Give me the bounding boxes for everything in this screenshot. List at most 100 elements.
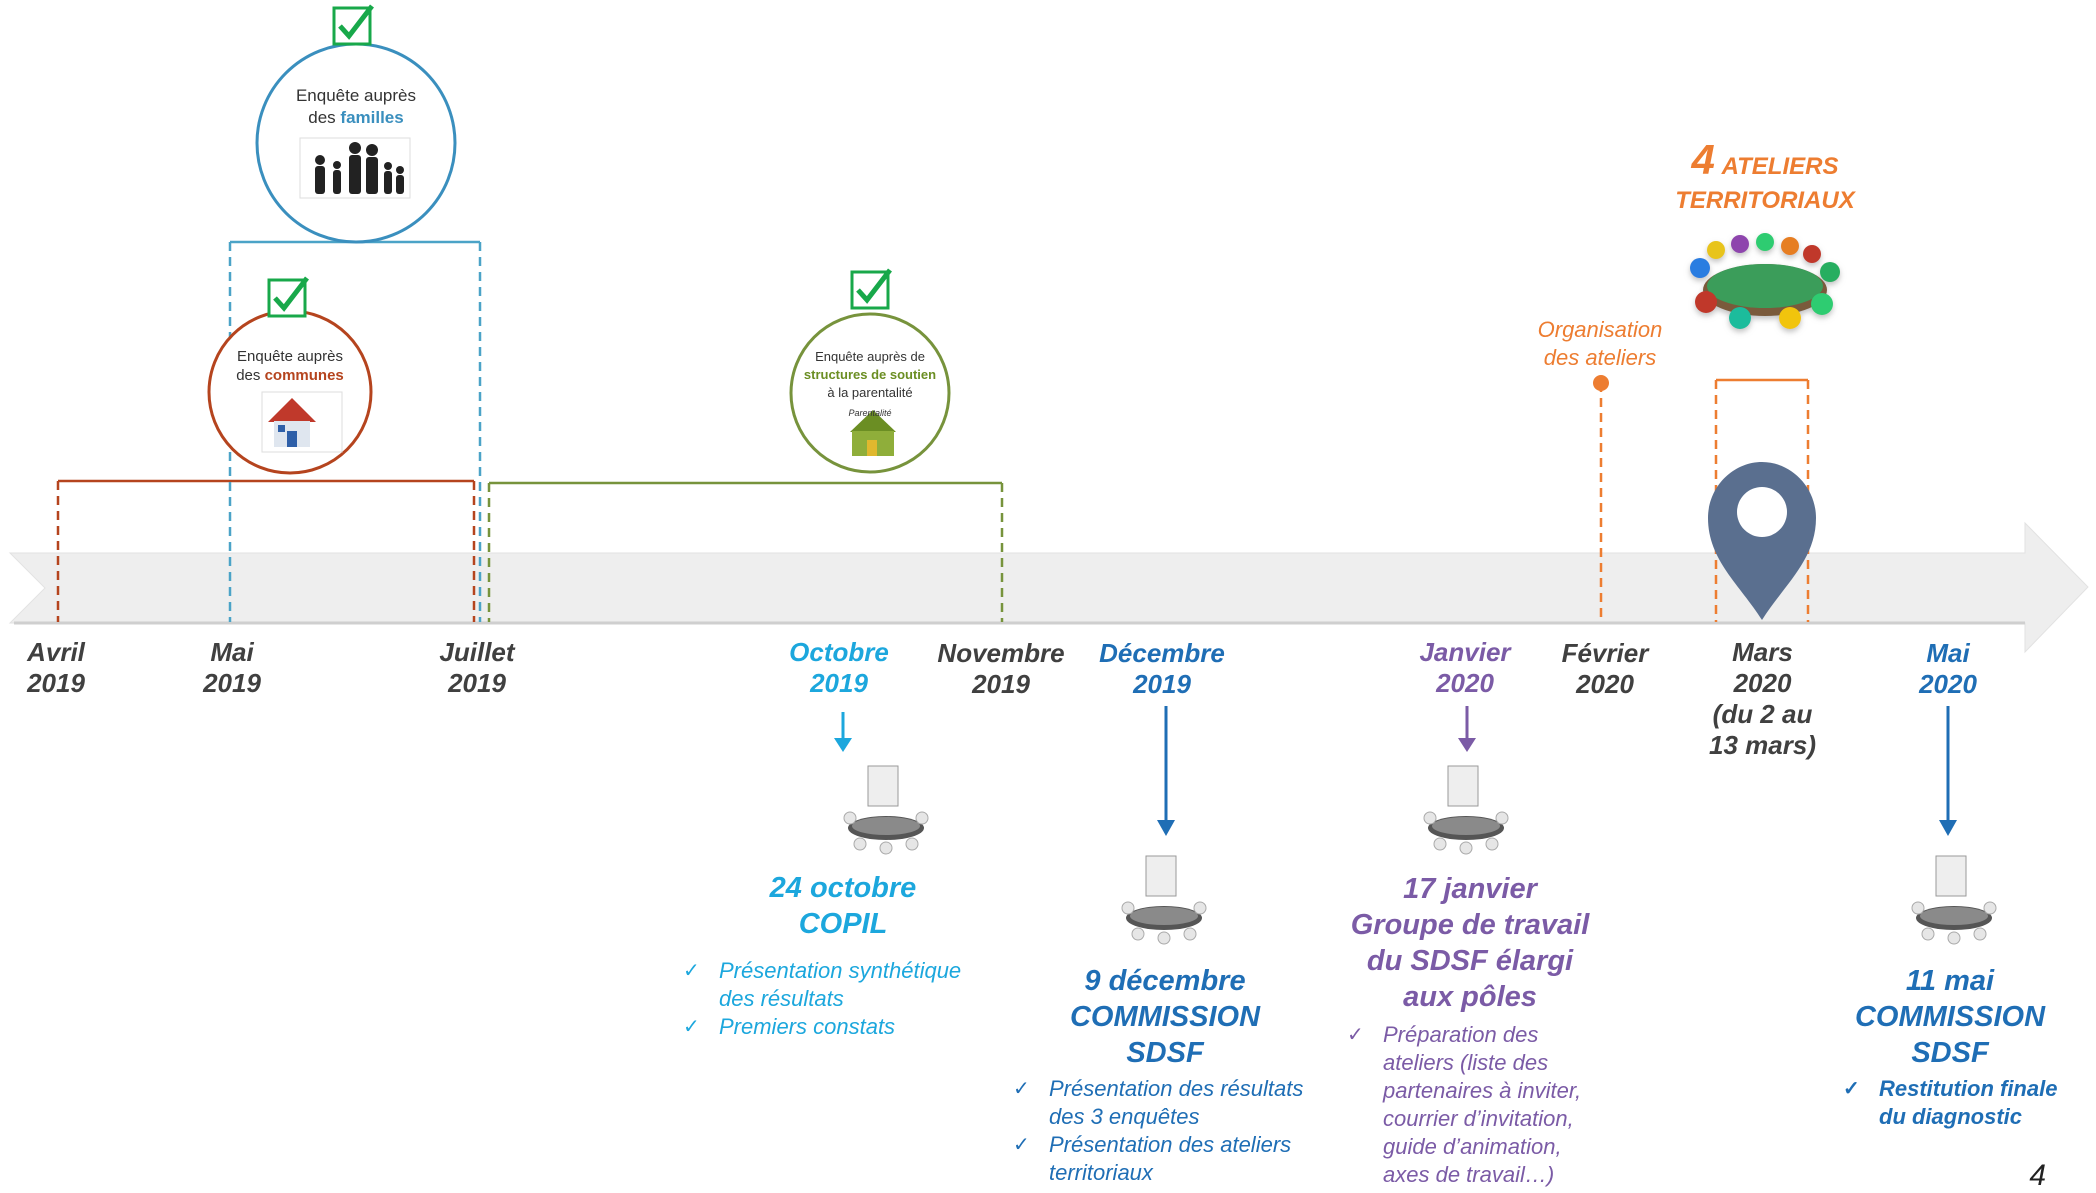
month-mai19-name: Mai: [210, 637, 254, 667]
family-icon: [299, 137, 411, 199]
communes-strong: communes: [264, 367, 344, 384]
commission-dec-bullets: ✓Présentation des résultats des 3 enquêt…: [1013, 1075, 1303, 1187]
dec-bullet-2-text: Présentation des ateliers: [1049, 1132, 1292, 1157]
organisation-line2: des ateliers: [1543, 345, 1657, 370]
communes-line2: des communes: [220, 366, 360, 385]
familles-line2: des familles: [276, 107, 436, 129]
organisation-line1: Organisation: [1537, 317, 1663, 342]
month-novembre-year: 2019: [972, 669, 1030, 699]
groupe-title3: du SDSF élargi: [1366, 945, 1574, 977]
copil-bullet-1-text: Présentation synthétique: [719, 958, 962, 983]
copil-bullet-1b: des résultats: [683, 985, 961, 1013]
groupe-bullet-3: partenaires à inviter,: [1347, 1077, 1581, 1105]
groupe-bullet-5: guide d’animation,: [1347, 1133, 1581, 1161]
commission-dec-title1: 9 décembre: [1084, 965, 1246, 997]
month-janvier-year: 2020: [1436, 668, 1494, 698]
copil-bullet-2: ✓ Premiers constats: [683, 1013, 961, 1041]
commission-dec-title2: COMMISSION: [1069, 1001, 1261, 1033]
organisation-marker: [1593, 375, 1609, 622]
familles-prefix: des: [308, 108, 341, 127]
location-pin-icon: [1708, 462, 1816, 620]
groupe-bullet-6: axes de travail…): [1347, 1161, 1581, 1189]
dec-bullet-1b: des 3 enquêtes: [1013, 1103, 1303, 1131]
parentalite-house-icon: [850, 410, 896, 456]
commission-dec-title: 9 décembre COMMISSION SDSF: [1040, 963, 1290, 1071]
commission-mai-title1: 11 mai: [1905, 965, 1995, 997]
dec-bullet-2b: territoriaux: [1013, 1159, 1303, 1187]
ateliers-title2: TERRITORIAUX: [1675, 187, 1855, 214]
copil-title2: COPIL: [798, 908, 888, 940]
check-icon-communes: [267, 276, 309, 318]
month-mars: Mars 2020 (du 2 au 13 mars): [1695, 637, 1830, 761]
dec-bullet-2: ✓ Présentation des ateliers: [1013, 1131, 1303, 1159]
familles-line1: Enquête auprès: [295, 86, 417, 105]
month-avril-year: 2019: [27, 668, 85, 698]
checkmark-icon: ✓: [1347, 1024, 1364, 1046]
groupe-title: 17 janvier Groupe de travail du SDSF éla…: [1320, 871, 1620, 1015]
familles-strong: familles: [340, 108, 404, 127]
month-mars-extra1: (du 2 au: [1712, 699, 1813, 729]
checkmark-icon: ✓: [1013, 1078, 1030, 1100]
commission-dec-title3: SDSF: [1126, 1037, 1204, 1069]
month-novembre: Novembre 2019: [926, 638, 1076, 700]
copil-bullets: ✓Présentation synthétique des résultats …: [683, 957, 961, 1041]
arrow-mai: [1939, 706, 1957, 836]
arrow-janvier: [1458, 706, 1476, 752]
ateliers-count: 4: [1691, 136, 1715, 183]
copil-bullet-1: ✓ Présentation synthétique: [683, 957, 961, 985]
month-mai20-year: 2020: [1919, 669, 1977, 699]
meeting-icon-janvier: [1418, 760, 1514, 866]
groupe-bullet-1: ✓Préparation des: [1347, 1021, 1581, 1049]
commission-mai-title3: SDSF: [1911, 1037, 1989, 1069]
ateliers-table-icon: [1690, 233, 1840, 329]
mai-bullet-1: ✓Restitution finale: [1843, 1075, 2057, 1103]
groupe-title2: Groupe de travail: [1350, 909, 1590, 941]
structures-strong: structures de soutien: [803, 367, 937, 382]
commission-mai-title: 11 mai COMMISSION SDSF: [1830, 963, 2070, 1071]
meeting-icon-copil: [838, 760, 934, 866]
structures-bubble-text: Enquête auprès de structures de soutien …: [780, 348, 960, 422]
ateliers-title1: ATELIERS: [1721, 153, 1839, 180]
structures-line3: à la parentalité: [827, 385, 913, 400]
mai-bullet-1b-text: du diagnostic: [1879, 1104, 2022, 1129]
dec-bullet-1b-text: des 3 enquêtes: [1049, 1104, 1200, 1129]
checkmark-icon: ✓: [683, 960, 700, 982]
arrow-dec: [1157, 706, 1175, 836]
month-janvier: Janvier 2020: [1400, 637, 1530, 699]
groupe-bullet-4: courrier d’invitation,: [1347, 1105, 1581, 1133]
month-decembre-name: Décembre: [1099, 638, 1225, 668]
month-mai19: Mai 2019: [176, 637, 288, 699]
month-fevrier-name: Février: [1561, 638, 1649, 668]
copil-bullet-1b-text: des résultats: [719, 986, 844, 1011]
checkmark-icon: ✓: [1843, 1078, 1860, 1100]
groupe-bullets: ✓Préparation des ateliers (liste des par…: [1347, 1021, 1581, 1189]
groupe-bullet-4-text: courrier d’invitation,: [1383, 1106, 1574, 1131]
structures-line1: Enquête auprès de: [815, 349, 925, 364]
copil-title1: 24 octobre: [769, 872, 917, 904]
dec-bullet-1: ✓Présentation des résultats: [1013, 1075, 1303, 1103]
copil-bullet-2-text: Premiers constats: [719, 1014, 896, 1039]
ateliers-title: 4 ATELIERS TERRITORIAUX: [1640, 139, 1890, 218]
structures-bracket: [487, 481, 1004, 622]
commission-mai-title2: COMMISSION: [1854, 1001, 2046, 1033]
familles-bubble-text: Enquête auprès des familles: [276, 85, 436, 129]
month-octobre-name: Octobre: [789, 637, 889, 667]
month-juillet: Juillet 2019: [421, 637, 533, 699]
dec-bullet-2b-text: territoriaux: [1049, 1160, 1153, 1185]
month-mai20: Mai 2020: [1896, 638, 2000, 700]
month-mars-extra2: 13 mars): [1709, 730, 1816, 760]
month-juillet-name: Juillet: [439, 637, 515, 667]
month-avril: Avril 2019: [0, 637, 112, 699]
structures-bubble: [789, 312, 951, 474]
checkmark-icon: ✓: [1013, 1134, 1030, 1156]
month-novembre-name: Novembre: [937, 638, 1065, 668]
house-icon: [261, 391, 343, 453]
communes-bubble-text: Enquête auprès des communes: [220, 347, 360, 385]
month-decembre: Décembre 2019: [1092, 638, 1232, 700]
checkmark-icon: ✓: [683, 1016, 700, 1038]
groupe-bullet-6-text: axes de travail…): [1383, 1162, 1555, 1187]
check-icon-familles: [332, 4, 374, 46]
page-number: 4: [2029, 1159, 2046, 1192]
